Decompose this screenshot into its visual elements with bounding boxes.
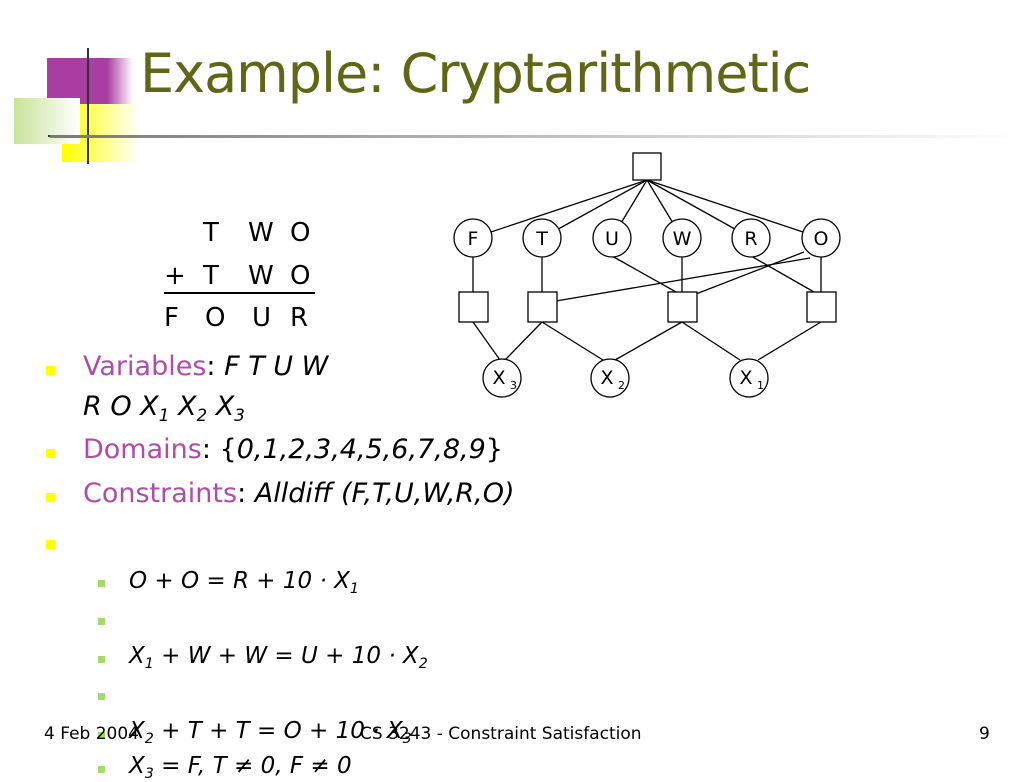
variable-node-w: W	[662, 218, 702, 258]
svg-text:U: U	[605, 228, 619, 250]
addition-result-o: O	[205, 303, 225, 333]
variable-node-t: T	[522, 218, 562, 258]
sub-bullet-marker	[98, 656, 105, 663]
domains-values: 0,1,2,3,4,5,6,7,8,9	[236, 434, 486, 465]
svg-text:1: 1	[757, 379, 764, 392]
domains-bullet: Domains: {0,1,2,3,4,5,6,7,8,9}	[83, 434, 503, 465]
constraint-node-4	[806, 291, 837, 323]
footer-date: 4 Feb 2004	[44, 724, 139, 744]
constraints-value: Alldiff (F,T,U,W,R,O)	[254, 478, 515, 509]
addition-operator: +	[164, 261, 186, 291]
variables-bullet-cont: R O X1 X2 X3	[83, 391, 245, 425]
addition-result-r: R	[290, 303, 308, 333]
variable-node-o: O	[801, 218, 841, 258]
constraint-graph: F T U W R O X 3 X 2 X 1	[453, 152, 841, 398]
variable-node-f: F	[453, 218, 493, 258]
addition-result-u: U	[252, 303, 271, 333]
addition-row2-w: W	[248, 261, 274, 291]
constraints-bullet: Constraints: Alldiff (F,T,U,W,R,O)	[83, 478, 515, 509]
bullet-marker	[46, 493, 55, 502]
carry-node-x2: X 2	[590, 358, 630, 398]
sub-bullet-marker	[98, 766, 105, 773]
alldiff-constraint-node	[632, 152, 662, 181]
svg-text:T: T	[535, 228, 548, 250]
constraint-node-2	[527, 291, 558, 323]
carry-node-x1: X 1	[729, 358, 769, 398]
variables-label: Variables	[83, 351, 207, 382]
addition-row1-w: W	[248, 218, 274, 248]
addition-row1-t: T	[202, 218, 219, 248]
svg-text:O: O	[814, 228, 829, 250]
addition-row2-t: T	[202, 261, 219, 291]
equation-4: X3 = F, T ≠ 0, F ≠ 0	[129, 753, 352, 782]
variables-bullet: Variables: F T U W	[83, 351, 329, 382]
footer-course: CS 3243 - Constraint Satisfaction	[360, 724, 642, 744]
svg-text:3: 3	[510, 379, 517, 392]
addition-diagram: T W O + T W O F O U R	[164, 218, 315, 333]
equation-3: X2 + T + T = O + 10 · X3	[129, 718, 412, 747]
sub-bullet-marker	[98, 693, 105, 700]
title-underline	[50, 135, 1024, 138]
equation-2: X1 + W + W = U + 10 · X2	[129, 643, 428, 672]
sub-bullet-marker	[98, 732, 105, 739]
carry-node-x3: X 3	[482, 358, 522, 398]
sub-bullet-marker	[98, 580, 105, 587]
addition-row1-o: O	[290, 218, 310, 248]
variable-node-u: U	[592, 218, 632, 258]
sub-bullet-marker	[98, 618, 105, 625]
svg-text:X: X	[492, 367, 505, 389]
addition-result-f: F	[164, 303, 179, 333]
footer-page-number: 9	[979, 724, 990, 744]
svg-text:W: W	[673, 228, 692, 250]
svg-text:X: X	[600, 367, 613, 389]
equation-1: O + O = R + 10 · X1	[129, 568, 359, 597]
svg-text:X: X	[739, 367, 752, 389]
bullet-marker	[46, 366, 55, 375]
svg-text:F: F	[468, 228, 479, 250]
addition-row2-o: O	[290, 261, 310, 291]
slide-title: Example: Cryptarithmetic	[140, 42, 811, 105]
domains-label: Domains	[83, 434, 202, 465]
constraint-node-1	[458, 291, 489, 323]
svg-text:2: 2	[618, 379, 625, 392]
bullet-marker	[46, 449, 55, 458]
svg-text:R: R	[744, 228, 757, 250]
constraints-label: Constraints	[83, 478, 238, 509]
bullet-marker	[46, 540, 55, 549]
variable-node-r: R	[731, 218, 771, 258]
variables-line1: F T U W	[224, 351, 329, 382]
constraint-node-3	[667, 291, 698, 323]
